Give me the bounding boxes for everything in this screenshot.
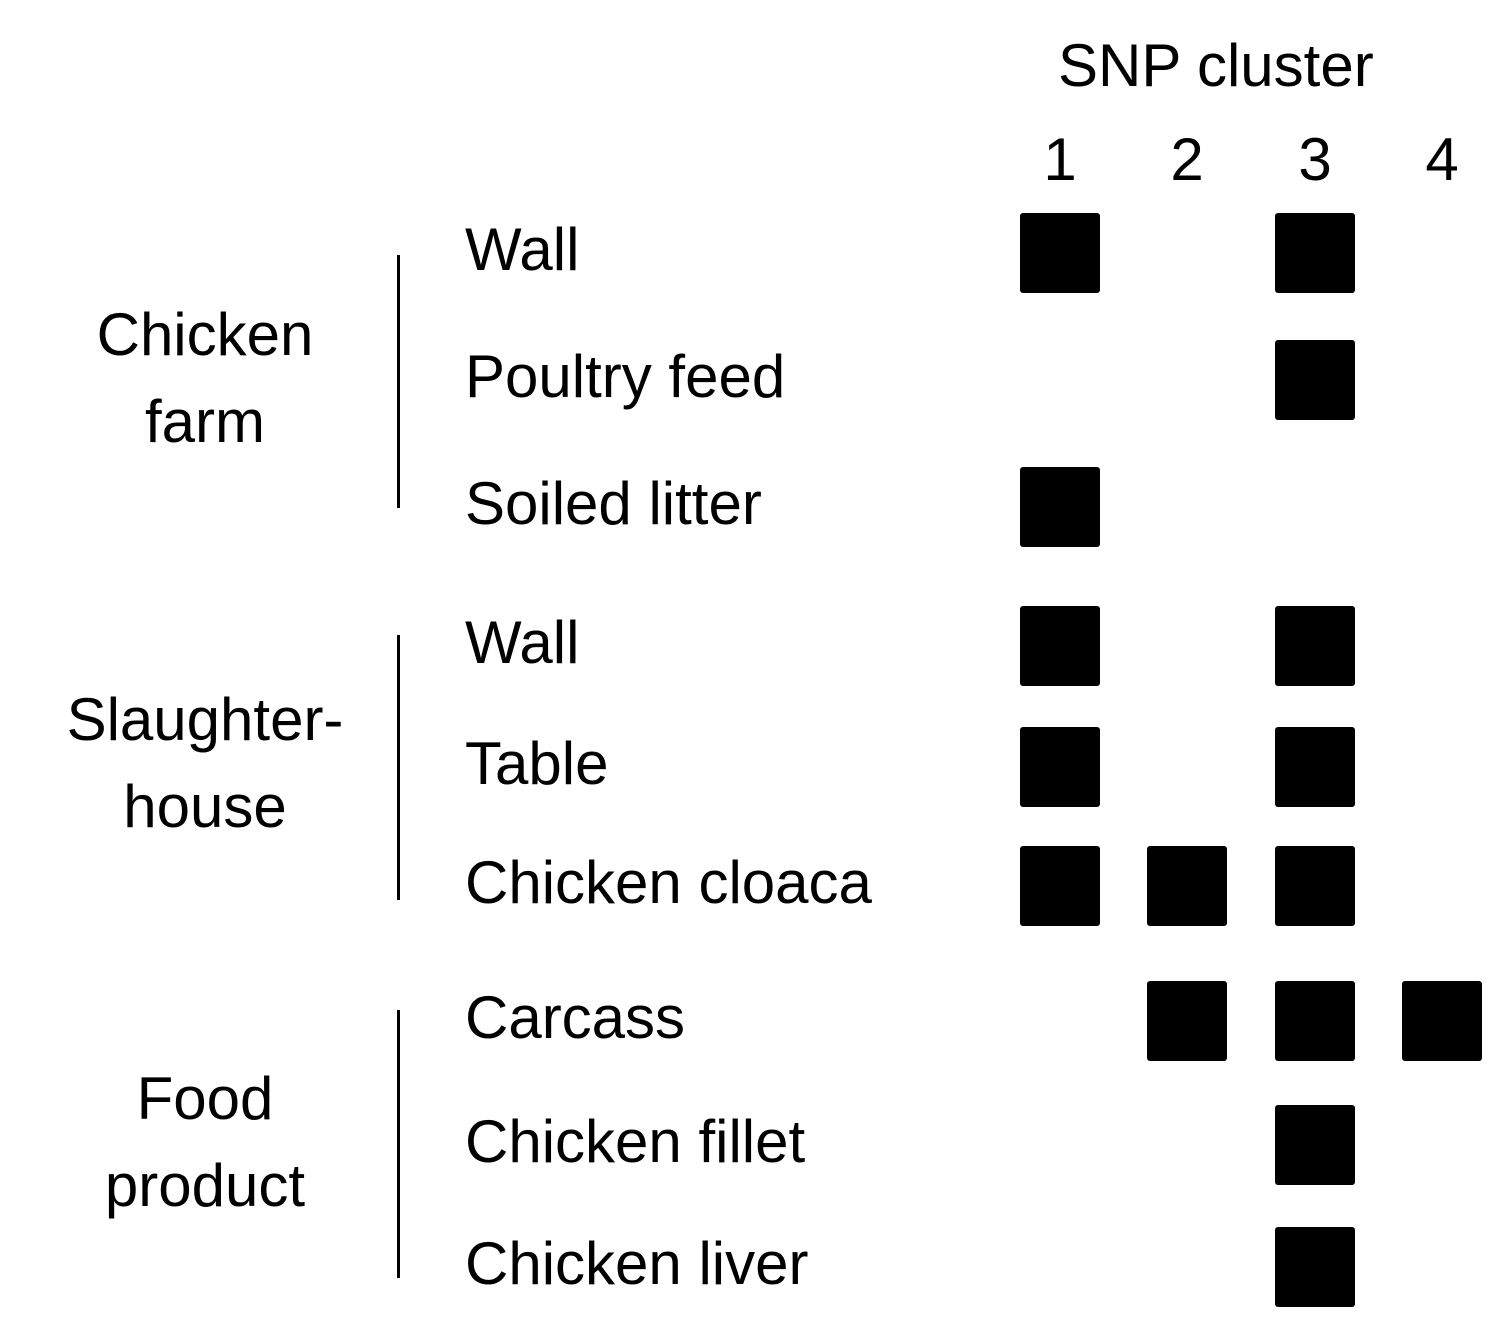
presence-cell [1275, 1105, 1355, 1185]
column-label-4: 4 [1425, 126, 1459, 193]
row-label: Poultry feed [465, 343, 786, 410]
presence-cell [1020, 727, 1100, 807]
group-label-0: Chicken farm [25, 291, 385, 465]
column-label-3: 3 [1298, 126, 1332, 193]
chart-title: SNP cluster [1058, 32, 1374, 99]
presence-cell [1275, 846, 1355, 926]
group-label-line: house [123, 773, 287, 840]
column-label-1: 1 [1043, 126, 1077, 193]
group-label-line: farm [145, 388, 265, 455]
presence-cell [1275, 213, 1355, 293]
presence-cell [1275, 727, 1355, 807]
row-label: Soiled litter [465, 470, 762, 537]
row-label: Chicken liver [465, 1230, 809, 1297]
presence-cell [1275, 340, 1355, 420]
presence-cell [1275, 1227, 1355, 1307]
group-label-2: Food product [25, 1055, 385, 1229]
row-label: Table [465, 730, 609, 797]
row-label: Carcass [465, 984, 686, 1051]
group-bracket [397, 635, 400, 900]
presence-cell [1020, 213, 1100, 293]
presence-cell [1147, 846, 1227, 926]
presence-cell [1020, 846, 1100, 926]
row-label: Chicken cloaca [465, 849, 872, 916]
group-bracket [397, 255, 400, 508]
presence-cell [1020, 467, 1100, 547]
presence-cell [1275, 606, 1355, 686]
row-label: Chicken fillet [465, 1108, 806, 1175]
group-label-line: Slaughter- [66, 686, 344, 753]
group-bracket [397, 1010, 400, 1278]
group-label-line: Chicken [96, 301, 314, 368]
presence-cell [1275, 981, 1355, 1061]
presence-cell [1147, 981, 1227, 1061]
group-label-line: Food [136, 1065, 274, 1132]
group-label-1: Slaughter-house [25, 676, 385, 850]
presence-cell [1020, 606, 1100, 686]
column-label-2: 2 [1170, 126, 1204, 193]
presence-cell [1402, 981, 1482, 1061]
row-label: Wall [465, 216, 580, 283]
row-label: Wall [465, 609, 580, 676]
group-label-line: product [104, 1152, 306, 1219]
